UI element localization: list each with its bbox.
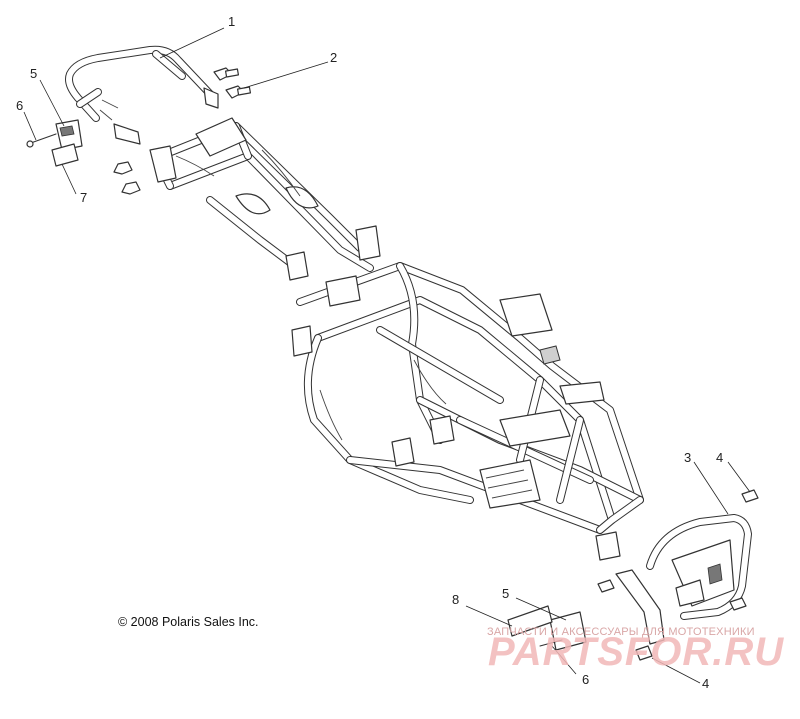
callout-3: 3: [684, 450, 691, 465]
copyright-notice: © 2008 Polaris Sales Inc.: [118, 615, 259, 629]
callout-4-top: 4: [716, 450, 723, 465]
callout-6-front: 6: [582, 672, 589, 687]
front-small-parts: [507, 605, 587, 651]
rear-nuts: [113, 161, 141, 195]
callout-5-rear: 5: [30, 66, 37, 81]
callout-7: 7: [80, 190, 87, 205]
callout-6-rear: 6: [16, 98, 23, 113]
rear-small-parts: [26, 119, 83, 167]
watermark-subtitle: ЗАПЧАСТИ И АКСЕССУАРЫ ДЛЯ МОТОТЕХНИКИ: [487, 626, 755, 638]
callout-2: 2: [330, 50, 337, 65]
callouts: 1 2 3 4 4 5 5 6 6 7 8: [16, 14, 751, 691]
callout-4-bottom: 4: [702, 676, 709, 691]
callout-1: 1: [228, 14, 235, 29]
rear-grab-bar: [65, 45, 219, 145]
callout-8: 8: [452, 592, 459, 607]
rear-subframe: [149, 117, 381, 281]
main-frame: [291, 262, 644, 561]
bolt-pair-2: [213, 67, 252, 99]
watermark-logo: PARTSFOR.RU: [488, 630, 785, 674]
callout-5-front: 5: [502, 586, 509, 601]
